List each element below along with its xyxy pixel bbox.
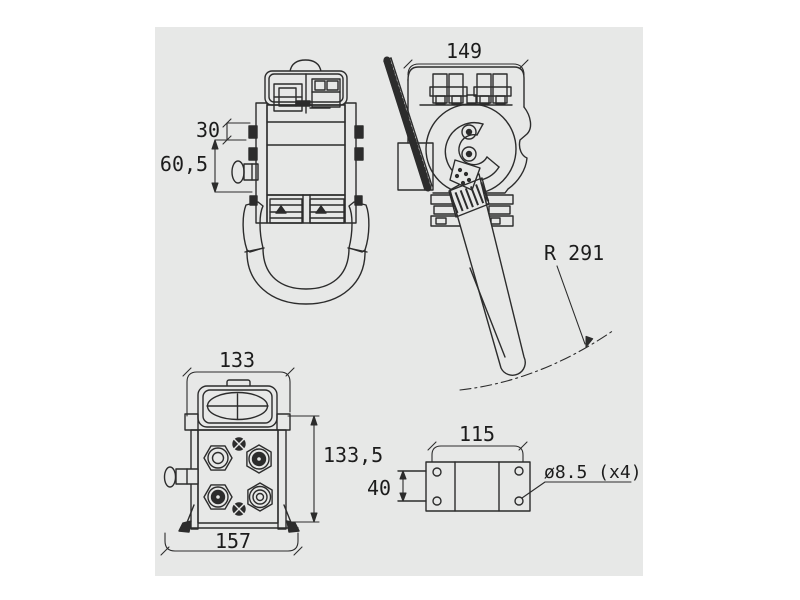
dim-label-plate-height: 40 [367,476,391,500]
bottom-view [163,379,300,533]
shackle-ear-left [242,201,264,253]
lever-swing-arc [459,329,615,391]
dim-label-bottom-height: 133,5 [323,443,383,467]
cap-dome [289,59,322,73]
hex-nut [247,482,273,512]
shackle-ear-right [348,201,370,253]
pivot-bolt-lower [461,146,477,162]
hex-nut [203,445,233,471]
shackle-bow-outer [246,249,366,305]
side-view [383,56,532,376]
cam-jaw-inner [458,133,488,166]
shackle-bow-inner [262,247,350,290]
plate-hole [432,496,442,506]
pad-inner [202,389,273,424]
star-bolt [232,502,246,516]
dim-label-overall-width: 157 [215,529,251,553]
dim-label-bottom-width: 133 [219,348,255,372]
dimension-lines [160,59,632,556]
plate-view [397,461,531,512]
drawing-panel [155,27,643,576]
lever-knurl-band [449,181,491,214]
hex-nut [203,484,233,510]
dim-holes-leader [521,481,632,499]
dim-bottom-width-line [186,371,291,417]
plate-hole [432,467,442,477]
dim-label-front-offset: 30 [196,118,220,142]
front-view [231,59,370,305]
star-bolt [232,437,246,451]
dimension-labels: 149 30 60,5 R 291 133 133,5 157 115 40 ø… [160,39,642,553]
pivot-bolt-upper [461,124,477,140]
dim-label-plate-width: 115 [459,422,495,446]
mounting-plate [425,461,531,512]
cam-jaw-outer [444,121,500,182]
dim-label-side-width: 149 [446,39,482,63]
plate-hole [514,496,524,506]
dim-label-lever-radius: R 291 [544,241,604,265]
dim-overall-width-line [164,532,299,552]
dim-radius-line [556,265,586,345]
operating-lever [449,173,526,376]
plate-hole [514,466,524,476]
dim-label-front-height: 60,5 [160,152,208,176]
dim-label-plate-holes: ø8.5 (x4) [544,462,642,483]
dim-side-width-line [407,63,525,76]
hex-nut [246,444,272,474]
dim-plate-width-line [431,445,524,463]
side-left-block [397,142,434,191]
